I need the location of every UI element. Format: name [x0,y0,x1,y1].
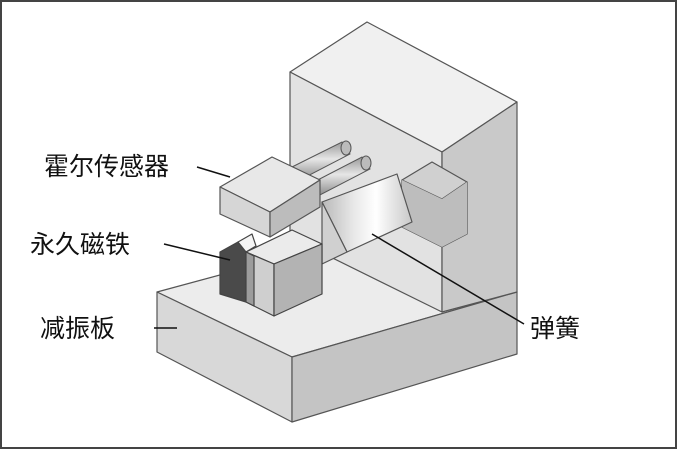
label-spring: 弹簧 [530,314,580,344]
label-permanent-magnet: 永久磁铁 [30,230,130,260]
label-hall-sensor: 霍尔传感器 [44,152,169,182]
label-damping-plate: 减振板 [40,314,115,344]
leader-hall-sensor [197,167,230,177]
